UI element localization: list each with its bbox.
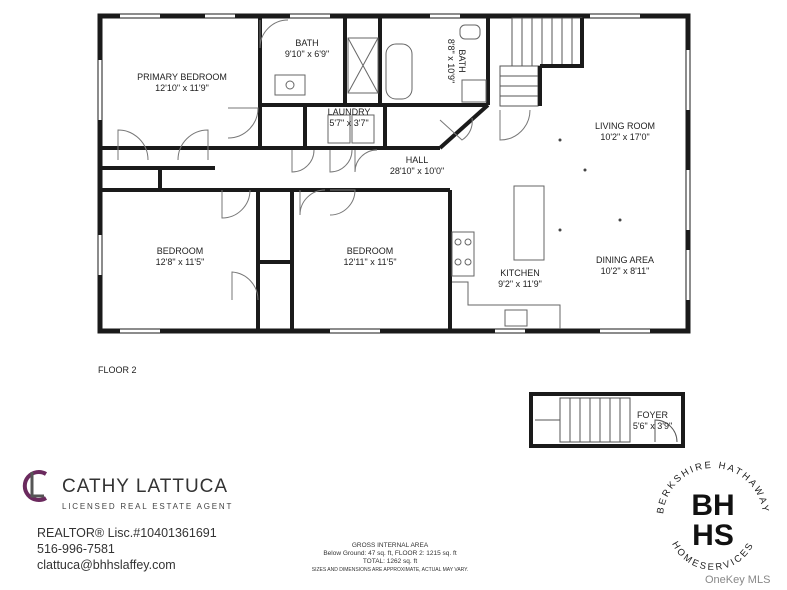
room-name: BATH — [295, 38, 319, 48]
windows — [98, 14, 690, 333]
interior-walls — [100, 16, 490, 331]
area-detail: Below Ground: 47 sq. ft, FLOOR 2: 1215 s… — [323, 550, 457, 557]
room-size: 12'10" x 11'9" — [155, 83, 209, 93]
area-total: TOTAL: 1262 sq. ft — [362, 558, 418, 565]
logo-mark-top: BH — [691, 489, 734, 522]
agent-title: LICENSED REAL ESTATE AGENT — [62, 502, 234, 511]
room-name: PRIMARY BEDROOM — [137, 72, 227, 82]
room-name: BATH — [457, 49, 467, 73]
room-name: BEDROOM — [156, 246, 204, 256]
room-name: DINING AREA — [595, 255, 654, 265]
exterior-walls — [97, 13, 691, 334]
watermark: OneKey MLS — [705, 574, 771, 586]
gross-internal-area: GROSS INTERNAL AREA Below Ground: 47 sq.… — [290, 542, 490, 574]
agent-phone[interactable]: 516-996-7581 — [37, 542, 115, 556]
room-size: 12'11" x 11'5" — [343, 257, 397, 267]
room-bath-2: BATH 8'8" x 10'9" — [445, 31, 467, 91]
light-points — [558, 138, 622, 232]
area-disclaimer: SIZES AND DIMENSIONS ARE APPROXIMATE, AC… — [311, 567, 469, 573]
room-kitchen: KITCHEN 9'2" x 11'9" — [485, 268, 555, 290]
foyer-stairs — [535, 397, 678, 443]
room-dining-area: DINING AREA 10'2" x 8'11" — [585, 255, 665, 277]
bhhs-logo: BERKSHIRE HATHAWAY HOMESERVICES BH HS — [655, 460, 769, 573]
room-laundry: LAUNDRY 5'7" x 3'7" — [314, 107, 384, 129]
room-size: 9'10" x 6'9" — [284, 49, 330, 59]
room-foyer: FOYER 5'6" x 3'9" — [625, 410, 680, 432]
room-size: 10'2" x 8'11" — [600, 266, 650, 276]
room-size: 28'10" x 10'0" — [389, 166, 445, 176]
room-size: 5'6" x 3'9" — [632, 421, 673, 431]
agent-card: CATHY LATTUCA LICENSED REAL ESTATE AGENT… — [18, 462, 248, 582]
room-primary-bedroom: PRIMARY BEDROOM 12'10" x 11'9" — [122, 72, 242, 94]
room-name: FOYER — [636, 410, 668, 420]
agent-monogram-icon — [22, 470, 48, 502]
room-size: 8'8" x 10'9" — [446, 38, 456, 84]
room-bath-1: BATH 9'10" x 6'9" — [272, 38, 342, 60]
agent-email[interactable]: clattuca@bhhslaffey.com — [37, 558, 176, 572]
room-name: KITCHEN — [500, 268, 540, 278]
room-size: 9'2" x 11'9" — [498, 279, 542, 289]
room-name: LIVING ROOM — [594, 121, 655, 131]
room-size: 5'7" x 3'7" — [329, 118, 369, 128]
room-name: HALL — [405, 155, 429, 165]
room-bedroom-1: BEDROOM 12'8" x 11'5" — [140, 246, 220, 268]
stair-wall — [538, 18, 584, 106]
room-name: BEDROOM — [346, 246, 394, 256]
foyer-walls — [529, 392, 685, 448]
room-hall: HALL 28'10" x 10'0" — [382, 155, 452, 177]
door-swings — [117, 19, 531, 301]
room-living-room: LIVING ROOM 10'2" x 17'0" — [585, 121, 665, 143]
agent-license: REALTOR® Lisc.#10401361691 — [37, 526, 217, 540]
room-size: 10'2" x 17'0" — [600, 132, 650, 142]
room-name: LAUNDRY — [327, 107, 371, 117]
logo-mark-bottom: HS — [692, 519, 734, 552]
fixtures — [274, 24, 561, 329]
area-heading: GROSS INTERNAL AREA — [351, 542, 429, 549]
room-bedroom-2: BEDROOM 12'11" x 11'5" — [330, 246, 410, 268]
floor-label: FLOOR 2 — [98, 365, 137, 375]
agent-name: CATHY LATTUCA — [62, 476, 229, 497]
room-size: 12'8" x 11'5" — [155, 257, 205, 267]
